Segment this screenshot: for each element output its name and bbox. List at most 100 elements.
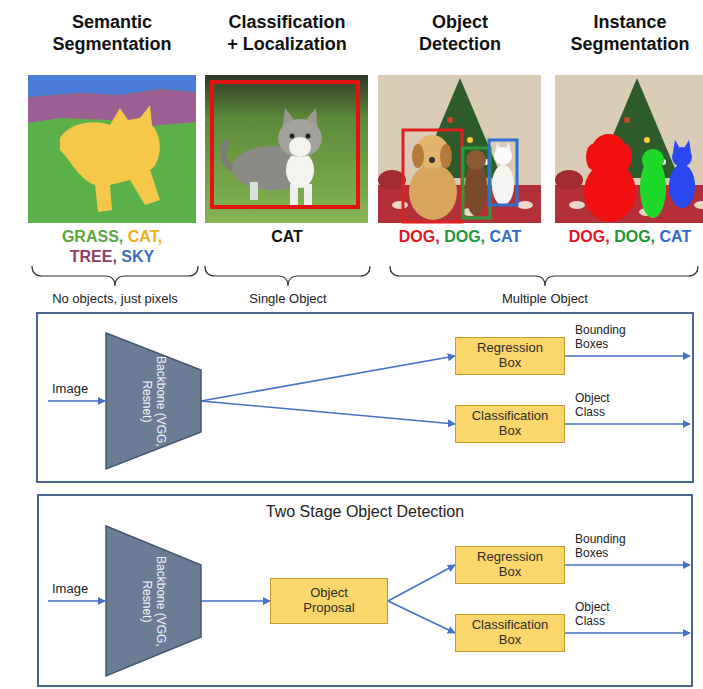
cat-body xyxy=(492,165,514,205)
task-heading: Semantic Segmentation xyxy=(53,12,172,55)
class-name: CAT xyxy=(271,228,303,246)
label-row: Object Detection xyxy=(375,12,545,55)
class-name: DOG, xyxy=(569,228,610,246)
brace xyxy=(390,266,698,286)
backbone-label: Backbone (VGG, Resnet) xyxy=(139,351,168,451)
instance-panel xyxy=(555,75,703,223)
flow-arrow xyxy=(201,356,455,401)
output-label: Bounding Boxes xyxy=(575,323,626,352)
cat-head xyxy=(278,119,322,157)
dog-ear xyxy=(412,144,424,168)
class-name: CAT xyxy=(490,228,522,246)
brace xyxy=(32,266,198,286)
task-heading: Classification + Localization xyxy=(223,12,351,55)
label-row: Multiple Object xyxy=(445,291,645,309)
output-arrow xyxy=(565,564,690,566)
dog-mask xyxy=(584,134,636,222)
process-box: Regression Box xyxy=(455,337,565,375)
label-row: Classification + Localization xyxy=(202,12,372,55)
class-name: TREE, xyxy=(70,248,117,266)
trapezoid-shape xyxy=(106,333,201,469)
box-label: Classification Box xyxy=(472,409,549,439)
class-name: DOG, xyxy=(444,228,485,246)
cat-chest xyxy=(286,152,314,188)
output-arrow xyxy=(565,423,690,425)
label-row: DOG,DOG,CAT xyxy=(560,228,700,246)
class-name: CAT, xyxy=(128,228,162,246)
trapezoid-shape xyxy=(106,526,201,676)
label-row: DOG,DOG, CAT xyxy=(380,228,540,246)
bounding-box xyxy=(463,148,490,218)
backbone-trapezoid: Backbone (VGG, Resnet) xyxy=(106,333,201,469)
input-label: Image xyxy=(52,381,88,397)
class-name: DOG, xyxy=(399,228,440,246)
grass-photo xyxy=(205,75,368,223)
group-caption: Single Object xyxy=(249,291,326,307)
cat-face xyxy=(289,137,311,157)
cat-eye xyxy=(290,134,295,139)
output-arrow xyxy=(565,355,690,357)
room-scene xyxy=(555,75,703,223)
cat-mask xyxy=(669,140,695,208)
cat-region xyxy=(60,105,160,212)
process-box: Classification Box xyxy=(455,614,565,652)
flow-arrow xyxy=(201,600,270,602)
input-arrow xyxy=(48,400,105,402)
room-scene xyxy=(378,75,541,223)
cat-head xyxy=(494,147,512,165)
bounding-box xyxy=(403,130,462,222)
output-label: Object Class xyxy=(575,600,610,629)
label-row: No objects, just pixels xyxy=(30,291,200,309)
label-row: Instance Segmentation xyxy=(560,12,700,55)
stage-panel: Backbone (VGG, Resnet) Object Proposal Reg… xyxy=(37,494,693,687)
group-caption: Multiple Object xyxy=(502,291,588,307)
box-label: Regression Box xyxy=(477,341,543,371)
box-label: Classification Box xyxy=(472,618,549,648)
dog-head xyxy=(466,150,486,170)
cat-eye xyxy=(306,134,311,139)
bounding-box xyxy=(489,140,517,205)
box-label: Object Proposal xyxy=(303,586,354,616)
dog-body xyxy=(409,164,457,220)
flow-arrow xyxy=(388,565,455,601)
label-row: Semantic Segmentation xyxy=(27,12,197,55)
group-caption: No objects, just pixels xyxy=(52,291,178,307)
class-name: CAT xyxy=(660,228,692,246)
dog-ear xyxy=(440,144,452,168)
dog-mask xyxy=(640,149,666,218)
dog-nose xyxy=(429,157,435,163)
cat-leg xyxy=(250,182,258,200)
input-arrow xyxy=(48,600,105,602)
tree-region xyxy=(28,89,196,126)
stage-panel xyxy=(37,313,693,482)
label-row: Single Object xyxy=(208,291,368,309)
input-label: Image xyxy=(52,581,88,597)
label-row: TREE,SKY xyxy=(27,248,197,266)
output-label: Bounding Boxes xyxy=(575,532,626,561)
label-row: Object Class xyxy=(575,391,610,420)
process-box: Object Proposal xyxy=(270,578,388,624)
class-name: GRASS, xyxy=(62,228,123,246)
panel-title: Two Stage Object Detection xyxy=(39,496,691,521)
bounding-box xyxy=(212,82,358,207)
label-row: CAT xyxy=(207,228,367,246)
output-label: Object Class xyxy=(575,391,610,420)
backbone-label: Backbone (VGG, Resnet) xyxy=(139,551,168,651)
cat-leg xyxy=(304,184,312,206)
label-row: Bounding Boxes xyxy=(575,532,626,561)
process-box: Regression Box xyxy=(455,546,565,584)
label-row: GRASS, CAT, xyxy=(27,228,197,246)
task-heading: Instance Segmentation xyxy=(570,12,689,55)
output-arrow xyxy=(565,632,690,634)
task-heading: Object Detection xyxy=(419,12,501,55)
flow-arrow xyxy=(201,401,455,424)
grass-region xyxy=(28,75,196,223)
brace xyxy=(205,266,370,286)
label-row: Object Class xyxy=(575,600,610,629)
label-row: Image xyxy=(52,381,88,399)
label-row: Bounding Boxes xyxy=(575,323,626,352)
flow-arrow xyxy=(388,601,455,633)
process-box: Classification Box xyxy=(455,405,565,443)
box-label: Regression Box xyxy=(477,550,543,580)
